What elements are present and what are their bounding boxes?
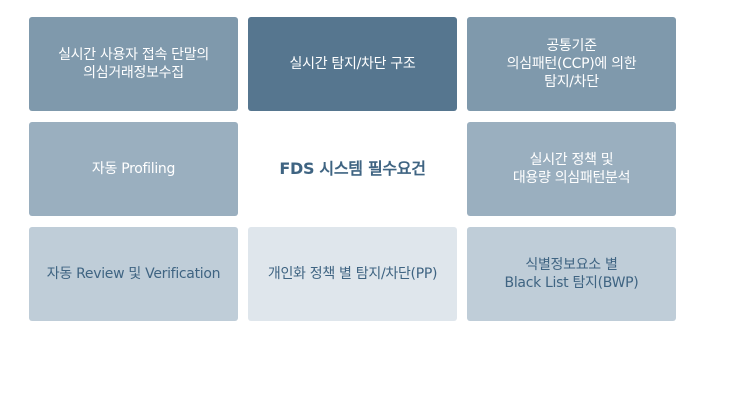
cell-realtime-detection-structure: 실시간 탐지/차단 구조 [248,17,457,111]
cell-label: 실시간 사용자 접속 단말의 의심거래정보수집 [58,47,209,81]
cell-blacklist-bwp: 식별정보요소 별 Black List 탐지(BWP) [467,227,676,321]
cell-label: 자동 Profiling [91,161,176,177]
cell-label: 공통기준 의심패턴(CCP)에 의한 탐지/차단 [506,38,637,90]
cell-label: 실시간 탐지/차단 구조 [289,56,416,72]
cell-realtime-policy-analysis: 실시간 정책 및 대용량 의심패턴분석 [467,122,676,216]
cell-label: 식별정보요소 별 Black List 탐지(BWP) [504,257,639,291]
center-title-label: FDS 시스템 필수요건 [279,159,426,178]
center-title: FDS 시스템 필수요건 [248,122,457,216]
cell-realtime-device-collection: 실시간 사용자 접속 단말의 의심거래정보수집 [29,17,238,111]
cell-label: 실시간 정책 및 대용량 의심패턴분석 [512,152,631,186]
fds-requirements-grid: 실시간 사용자 접속 단말의 의심거래정보수집 실시간 탐지/차단 구조 공통기… [29,17,676,321]
cell-ccp-detection: 공통기준 의심패턴(CCP)에 의한 탐지/차단 [467,17,676,111]
cell-label: 자동 Review 및 Verification [46,266,221,282]
cell-label: 개인화 정책 별 탐지/차단(PP) [267,266,438,282]
cell-auto-profiling: 자동 Profiling [29,122,238,216]
cell-personalized-policy-pp: 개인화 정책 별 탐지/차단(PP) [248,227,457,321]
cell-auto-review-verification: 자동 Review 및 Verification [29,227,238,321]
